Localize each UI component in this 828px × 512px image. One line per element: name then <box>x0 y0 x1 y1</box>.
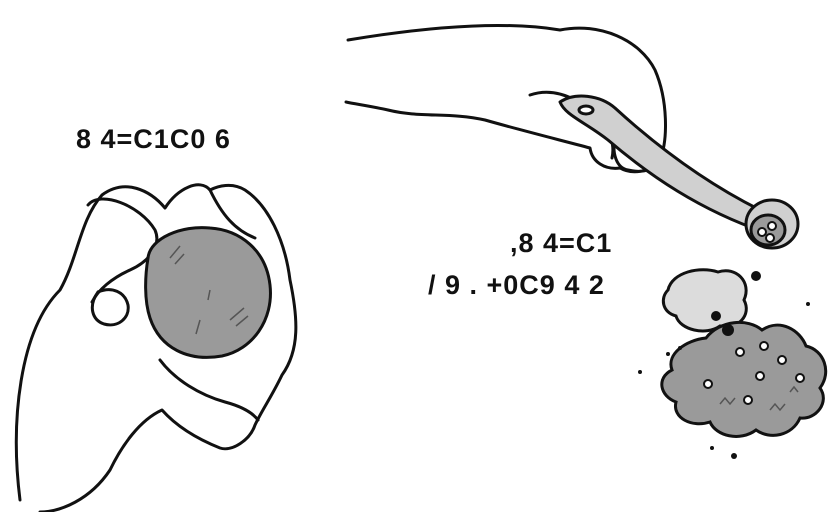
dough-ball <box>146 228 271 358</box>
hand-rolling-ball-illustration <box>16 185 295 512</box>
scoop-handle-hole <box>579 106 593 114</box>
hand-with-scoop-illustration <box>346 25 798 248</box>
label-left: 8 4=C1C0 6 <box>76 124 231 155</box>
label-right-line-1: ,8 4=C1 <box>510 228 612 259</box>
label-right-line-2: / 9 . +0C9 4 2 <box>428 270 605 301</box>
